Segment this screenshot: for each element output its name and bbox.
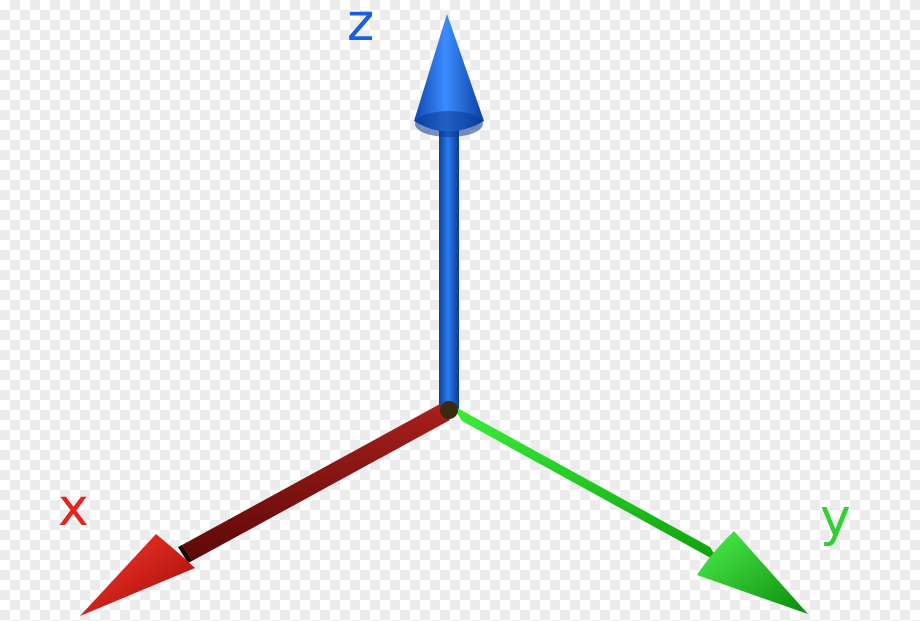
x-axis-arrow <box>80 404 450 616</box>
origin-point <box>440 401 458 419</box>
y-axis-cone <box>697 531 808 614</box>
z-axis-arrow <box>414 14 484 410</box>
y-axis-arrow <box>452 405 808 614</box>
x-axis-shaft <box>182 404 450 561</box>
z-axis-cone <box>414 14 484 132</box>
x-axis-cone <box>80 534 195 616</box>
y-axis-label: y <box>820 488 851 548</box>
z-axis-cone-base <box>415 111 483 137</box>
x-axis-label: x <box>58 478 89 538</box>
y-axis-shaft <box>452 405 720 563</box>
z-axis-shaft <box>439 125 459 410</box>
z-axis-label: z <box>347 0 374 53</box>
x-axis-collar <box>178 545 192 563</box>
